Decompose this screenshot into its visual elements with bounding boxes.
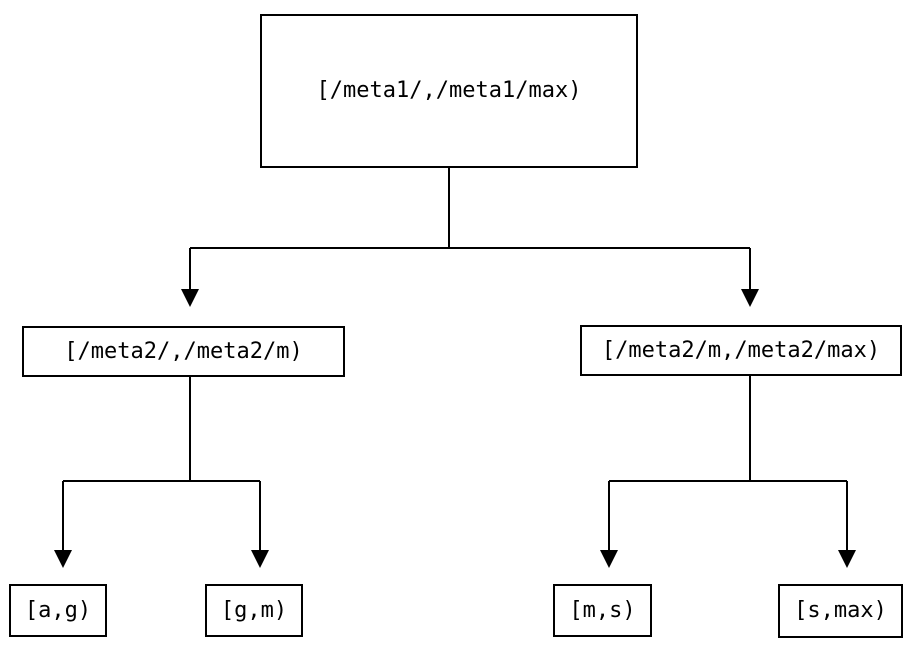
node-label: [/meta2/m,/meta2/max) [601,337,881,363]
arrowhead-icon [181,289,199,307]
arrowhead-icon [600,550,618,568]
node-label: [/meta1/,/meta1/max) [316,78,582,103]
tree-node-leaf-ms: [m,s) [553,584,652,637]
node-label: [s,max) [794,598,887,623]
tree-node-leaf-smax: [s,max) [778,584,903,638]
node-label: [m,s) [569,597,636,623]
node-label: [/meta2/,/meta2/m) [64,338,303,364]
node-label: [g,m) [220,597,288,623]
tree-node-root: [/meta1/,/meta1/max) [260,14,638,168]
tree-node-leaf-gm: [g,m) [205,584,303,637]
arrowhead-icon [741,289,759,307]
tree-node-meta2-right: [/meta2/m,/meta2/max) [580,325,902,376]
tree-node-meta2-left: [/meta2/,/meta2/m) [22,326,345,377]
node-label: [a,g) [24,597,92,623]
arrowhead-icon [251,550,269,568]
arrowhead-icon [54,550,72,568]
arrowhead-icon [838,550,856,568]
tree-node-leaf-ag: [a,g) [9,584,107,637]
